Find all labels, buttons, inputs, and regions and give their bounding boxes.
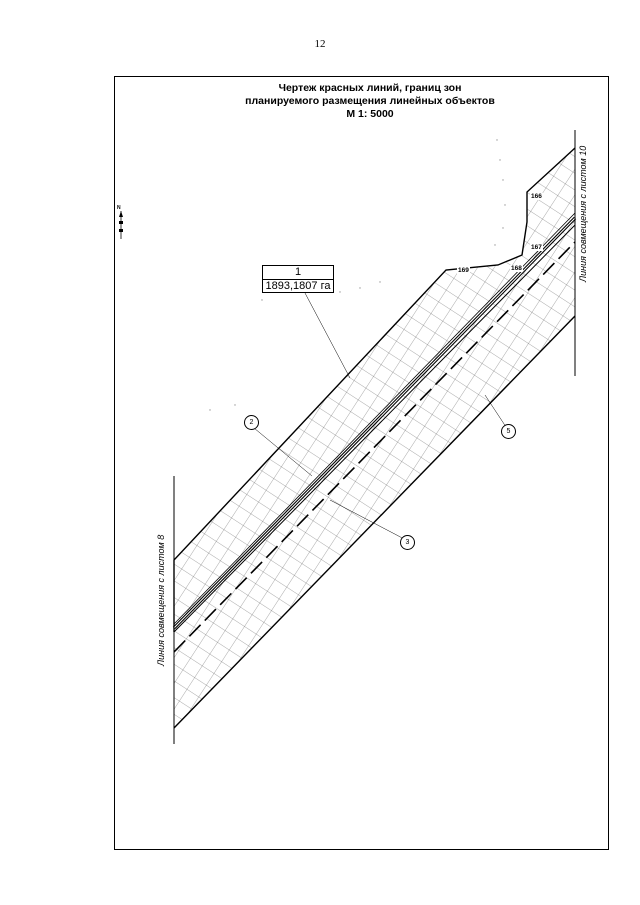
callout-3: 3 [400,535,415,550]
leader-lines [253,292,509,542]
area-value: 1893,1807 га [265,280,331,292]
callout-5: 5 [501,424,516,439]
page-number: 12 [314,38,326,50]
drawing-title-scale: М 1: 5000 [346,108,394,120]
linear-object [172,212,577,630]
match-line-label-right: Линия совмещения с листом 10 [578,145,588,282]
zone-boundary-upper [173,224,576,633]
area-number: 1 [263,266,333,280]
north-arrow: N [117,205,125,241]
match-line-label-left: Линия совмещения с листом 8 [156,534,166,666]
boundary-point-167: 167 [530,244,543,251]
boundary-point-166: 166 [530,193,543,200]
boundary-point-169: 169 [457,267,470,274]
drawing-title-line-2: планируемого размещения линейных объекто… [245,95,495,107]
north-arrow-icon [119,211,123,239]
area-label-box: 1 1893,1807 га [262,265,334,293]
north-arrow-letter: N [117,205,121,211]
drawing-frame [114,76,609,850]
red-line-dashed [173,241,576,653]
boundary-point-168: 168 [510,265,523,272]
drawing-title-line-1: Чертеж красных линий, границ зон [278,82,462,94]
upper-parcel [173,147,576,632]
zone-boundary-lower [173,315,576,729]
zone-area [174,225,575,728]
callout-2: 2 [244,415,259,430]
